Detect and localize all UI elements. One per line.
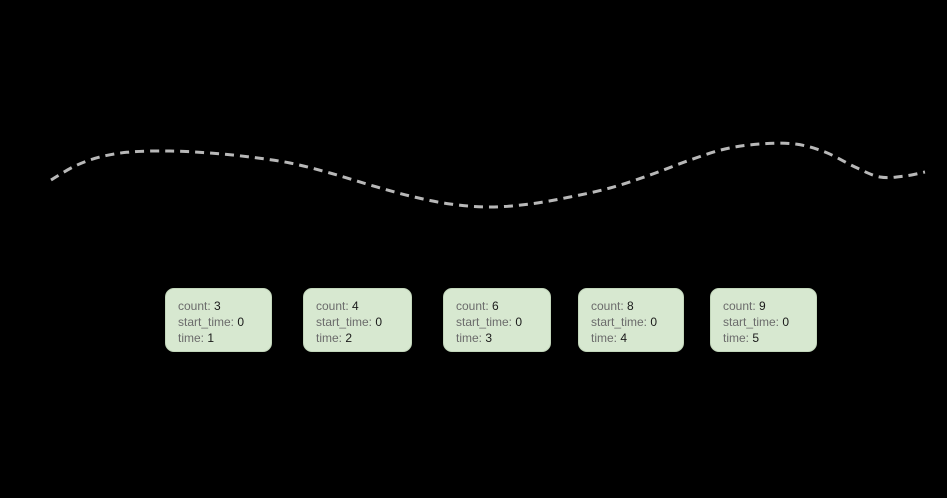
dashed-curve-path <box>50 141 926 209</box>
node-field-label: count: <box>723 299 756 313</box>
node-field-value: 3 <box>214 299 221 313</box>
node-field-time: time: 3 <box>456 330 538 346</box>
node-field-label: start_time: <box>316 315 373 329</box>
node-field-value: 8 <box>627 299 634 313</box>
node-field-value: 0 <box>375 315 383 329</box>
node-field-label: start_time: <box>456 315 513 329</box>
node-field-value: 0 <box>782 315 790 329</box>
node-field-value: 4 <box>352 299 359 313</box>
node-field-label: time: <box>178 331 205 345</box>
node-field-count: count: 4 <box>316 298 399 314</box>
node-field-time: time: 5 <box>723 330 804 346</box>
node-field-value: 6 <box>492 299 499 313</box>
node-field-label: time: <box>456 331 483 345</box>
node-field-label: time: <box>316 331 343 345</box>
node-field-start_time: start_time: 0 <box>316 314 399 330</box>
node-field-label: start_time: <box>178 315 235 329</box>
node-field-label: start_time: <box>723 315 780 329</box>
node-field-label: start_time: <box>591 315 648 329</box>
node-field-value: 2 <box>345 331 353 345</box>
node-field-value: 0 <box>237 315 245 329</box>
node-field-label: count: <box>316 299 349 313</box>
node-field-value: 0 <box>515 315 523 329</box>
node-field-time: time: 1 <box>178 330 259 346</box>
node-field-value: 1 <box>207 331 215 345</box>
node-field-value: 5 <box>752 331 760 345</box>
node-field-count: count: 8 <box>591 298 671 314</box>
node-field-label: time: <box>723 331 750 345</box>
node-field-time: time: 2 <box>316 330 399 346</box>
node-field-value: 4 <box>620 331 628 345</box>
node-field-label: count: <box>591 299 624 313</box>
node-field-count: count: 6 <box>456 298 538 314</box>
node-field-time: time: 4 <box>591 330 671 346</box>
node-field-value: 0 <box>650 315 658 329</box>
node-field-label: count: <box>456 299 489 313</box>
node-field-start_time: start_time: 0 <box>178 314 259 330</box>
node-field-value: 3 <box>485 331 493 345</box>
node-field-value: 9 <box>759 299 766 313</box>
node-field-label: time: <box>591 331 618 345</box>
node-field-count: count: 9 <box>723 298 804 314</box>
node-field-start_time: start_time: 0 <box>591 314 671 330</box>
node-field-start_time: start_time: 0 <box>723 314 804 330</box>
node-field-start_time: start_time: 0 <box>456 314 538 330</box>
node-field-count: count: 3 <box>178 298 259 314</box>
node-field-label: count: <box>178 299 211 313</box>
